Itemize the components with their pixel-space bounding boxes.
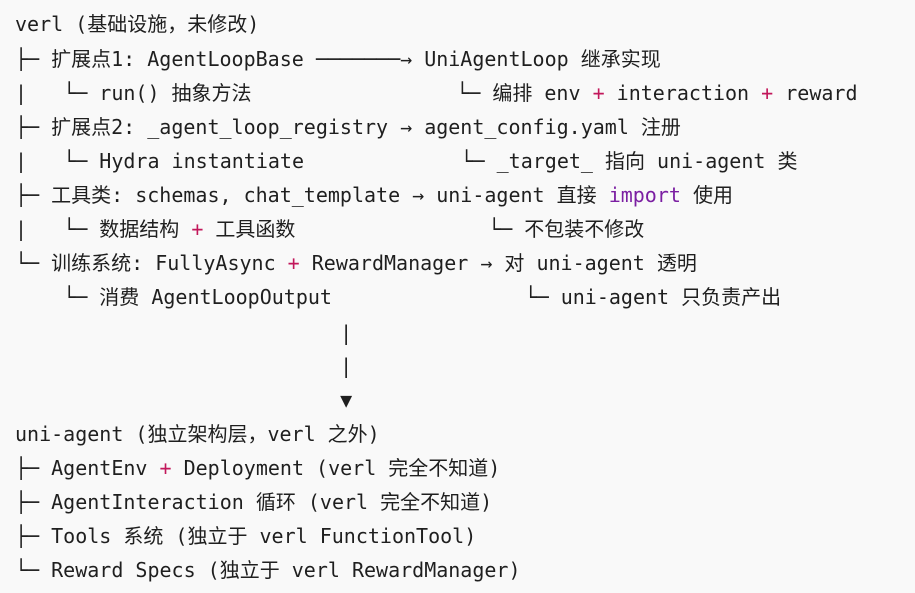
line-text: | └─ 数据结构 xyxy=(15,217,192,241)
line-text: ├─ Tools 系统 (独立于 verl FunctionTool) xyxy=(15,524,477,548)
diagram-line: verl (基础设施，未修改) xyxy=(15,8,259,40)
line-text: └─ 训练系统: FullyAsync xyxy=(15,251,288,275)
diagram-line: ├─ AgentInteraction 循环 (verl 完全不知道) xyxy=(15,486,492,518)
line-text: Deployment (verl 完全不知道) xyxy=(171,456,501,480)
diagram-line: | xyxy=(15,317,352,349)
line-text: | xyxy=(15,321,353,345)
line-text: ├─ 工具类: schemas, chat_template → uni-age… xyxy=(15,183,609,207)
import-keyword: import xyxy=(608,183,681,207)
line-text: | └─ Hydra instantiate └─ _target_ 指向 un… xyxy=(15,149,798,173)
diagram-line: └─ 训练系统: FullyAsync + RewardManager → 对 … xyxy=(15,247,697,279)
diagram-line: ├─ 扩展点1: AgentLoopBase ───────→ UniAgent… xyxy=(15,43,661,75)
plus-operator: + xyxy=(592,81,605,105)
line-text: reward xyxy=(773,81,858,105)
line-text: | └─ run() 抽象方法 └─ 编排 env xyxy=(15,81,593,105)
plus-operator: + xyxy=(761,81,774,105)
line-text: uni-agent (独立架构层，verl 之外) xyxy=(15,422,380,446)
line-text: ▼ xyxy=(15,388,353,412)
plus-operator: + xyxy=(159,456,172,480)
diagram-line: └─ Reward Specs (独立于 verl RewardManager) xyxy=(15,554,521,586)
line-text: ├─ AgentInteraction 循环 (verl 完全不知道) xyxy=(15,490,493,514)
diagram-line: ├─ AgentEnv + Deployment (verl 完全不知道) xyxy=(15,452,500,484)
line-text: 使用 xyxy=(680,183,733,207)
diagram-line: | └─ Hydra instantiate └─ _target_ 指向 un… xyxy=(15,145,797,177)
diagram-line: | xyxy=(15,350,352,382)
plus-operator: + xyxy=(287,251,300,275)
line-text: verl (基础设施，未修改) xyxy=(15,12,260,36)
line-text: | xyxy=(15,354,353,378)
line-text: └─ 消费 AgentLoopOutput └─ uni-agent 只负责产出 xyxy=(15,285,782,309)
line-text: └─ Reward Specs (独立于 verl RewardManager) xyxy=(15,558,521,582)
line-text: ├─ 扩展点2: _agent_loop_registry → agent_co… xyxy=(15,115,681,139)
line-text: RewardManager → 对 uni-agent 透明 xyxy=(299,251,697,275)
diagram-line: | └─ 数据结构 + 工具函数 └─ 不包装不修改 xyxy=(15,213,644,245)
diagram-line: ├─ Tools 系统 (独立于 verl FunctionTool) xyxy=(15,520,476,552)
line-text: 工具函数 └─ 不包装不修改 xyxy=(203,217,645,241)
plus-operator: + xyxy=(191,217,204,241)
diagram-line: | └─ run() 抽象方法 └─ 编排 env + interaction … xyxy=(15,77,858,109)
diagram-line: ├─ 工具类: schemas, chat_template → uni-age… xyxy=(15,179,733,211)
line-text: ├─ AgentEnv xyxy=(15,456,160,480)
diagram-line: └─ 消费 AgentLoopOutput └─ uni-agent 只负责产出 xyxy=(15,281,781,313)
line-text: interaction xyxy=(604,81,762,105)
diagram-line: ├─ 扩展点2: _agent_loop_registry → agent_co… xyxy=(15,111,681,143)
diagram-line: ▼ xyxy=(15,384,352,416)
diagram-line: uni-agent (独立架构层，verl 之外) xyxy=(15,418,380,450)
line-text: ├─ 扩展点1: AgentLoopBase ───────→ UniAgent… xyxy=(15,47,661,71)
